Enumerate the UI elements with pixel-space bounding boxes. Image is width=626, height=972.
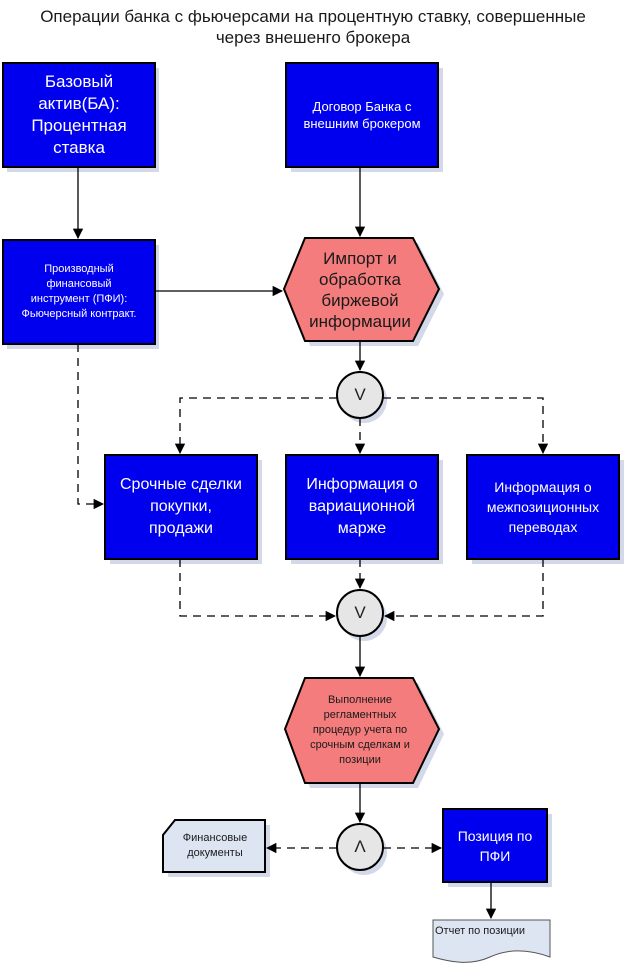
connector-or-to-transfers	[383, 397, 549, 455]
trades-box[interactable]	[104, 454, 258, 560]
trades-label: Срочные сделки покупки, продажи	[120, 476, 242, 537]
derivative-label: Производный финансовый инструмент (ПФИ):…	[21, 263, 137, 320]
contract-label: Договор Банка с внешним брокером	[303, 99, 421, 131]
or-join-symbol: V	[354, 603, 366, 622]
position-label: Позиция по ПФИ	[457, 827, 533, 864]
transfers-label: Информация о межпозиционных переводах	[486, 479, 600, 535]
and-split-operator[interactable]	[336, 823, 384, 871]
procedures-label: Выполнение регламентных процедур учета п…	[310, 694, 410, 766]
variation-margin-label: Информация о вариационной марже	[306, 476, 418, 537]
report-document[interactable]	[432, 919, 551, 963]
fin-docs-label: Финансовые документы	[182, 832, 248, 859]
connector-trades-to-join	[179, 559, 337, 622]
derivative-box[interactable]	[2, 239, 156, 345]
contract-box[interactable]	[285, 62, 439, 168]
report-label: Отчет по позиции	[435, 925, 526, 937]
import-event[interactable]	[282, 237, 441, 342]
dashed-connectors	[77, 344, 549, 854]
or-split-symbol: V	[354, 385, 366, 404]
transfers-box[interactable]	[466, 454, 620, 560]
base-asset-label: Базовый актив(БА): Процентная ставка	[31, 72, 127, 157]
solid-connectors	[72, 167, 497, 920]
import-label: Импорт и обработка биржевой информации	[309, 248, 411, 331]
position-box[interactable]	[442, 808, 548, 883]
connector-derivative-to-trades	[77, 344, 105, 510]
base-asset-box[interactable]	[2, 62, 156, 168]
connector-or-to-trades	[174, 397, 337, 455]
diagram-title: Операции банка с фьючерсами на процентну…	[40, 7, 586, 47]
fin-docs-document[interactable]	[162, 819, 266, 873]
and-split-symbol: Λ	[354, 837, 366, 856]
procedures-event[interactable]	[283, 677, 441, 784]
variation-margin-box[interactable]	[285, 454, 439, 560]
connector-transfers-to-join	[383, 559, 544, 622]
